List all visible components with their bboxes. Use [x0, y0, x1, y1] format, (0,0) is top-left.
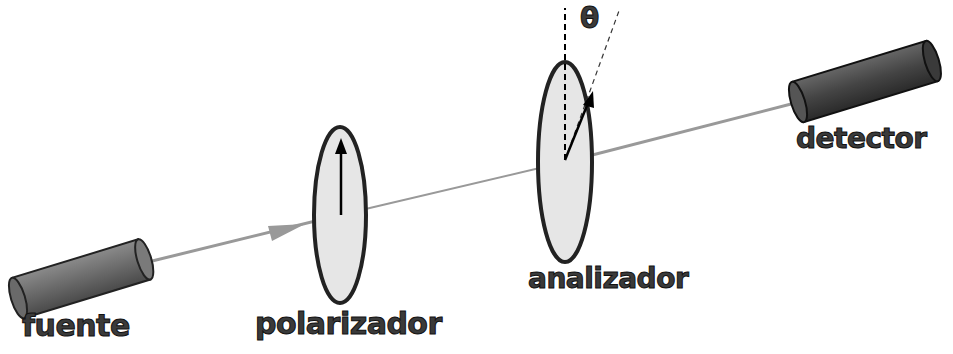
- source-label: fuente: [22, 308, 130, 343]
- source-cylinder: [5, 237, 157, 320]
- analyzer-disc: [538, 8, 620, 262]
- detector-label: detector: [796, 122, 926, 155]
- polarizer-disc: [314, 127, 366, 303]
- analyzer-label: analizador: [528, 262, 688, 295]
- detector-cylinder: [785, 39, 945, 124]
- polarizer-label: polarizador: [255, 306, 442, 341]
- angle-symbol: θ: [580, 2, 599, 35]
- light-beam: [148, 103, 795, 262]
